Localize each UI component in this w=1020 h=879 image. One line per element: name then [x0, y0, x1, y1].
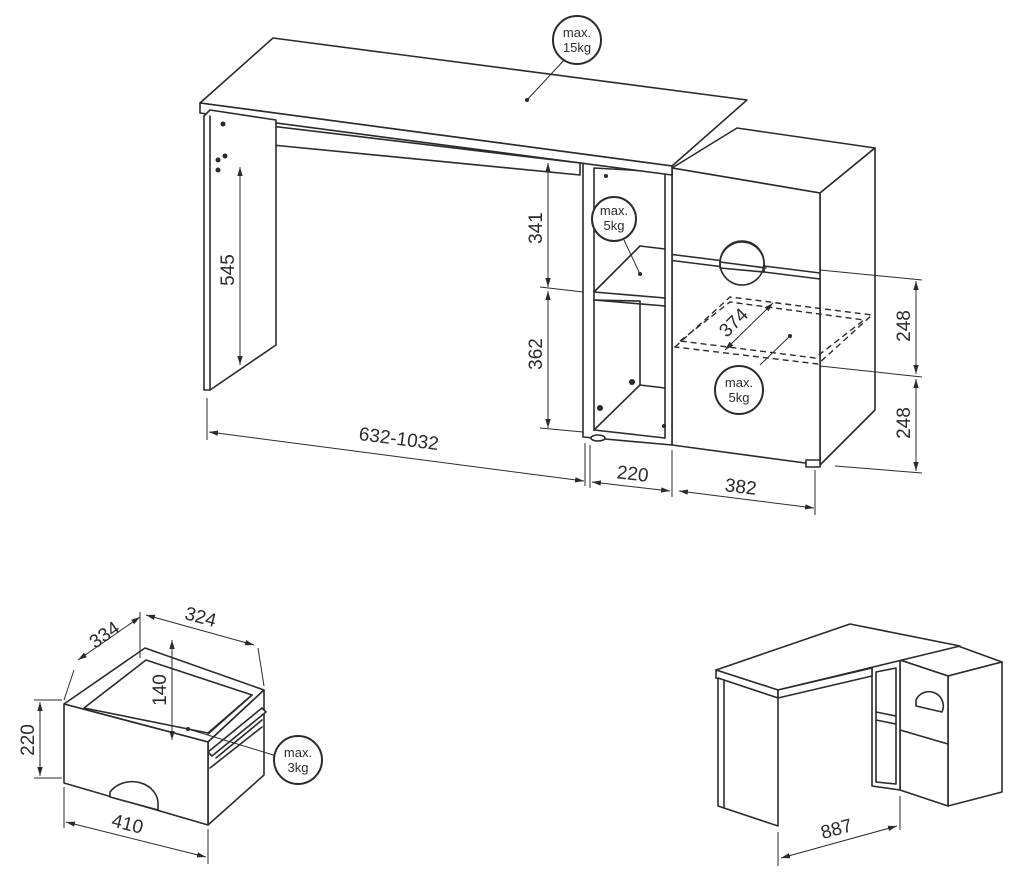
main-desk-view: 545 341 362 248 248 632-1032 — [199, 15, 923, 515]
corner-config-view: 887 — [715, 623, 1003, 866]
cabinet-body — [667, 127, 876, 468]
dim-leg-height-label: 545 — [218, 254, 239, 286]
dim-drawer-width-label: 324 — [182, 603, 218, 632]
desk-top — [199, 37, 748, 176]
dim-cabinet-width-label: 382 — [724, 475, 758, 500]
badge-drawer-area-load: max. 5kg — [714, 365, 764, 415]
dim-cabinet-heights: 248 248 — [819, 269, 923, 474]
dim-upper-shelf-label: 341 — [526, 212, 547, 244]
badge-shelf-load: max. 5kg — [591, 196, 642, 276]
dim-width-range-label: 632-1032 — [358, 424, 440, 455]
badge-shelf-load-line2: 5kg — [604, 218, 625, 233]
dim-lower-shelf-label: 362 — [526, 338, 547, 370]
drawer-pullout-outline — [673, 296, 874, 366]
badge-drawer-area-load-line1: max. — [725, 375, 753, 390]
drawer-detail-view: 334 324 140 220 410 max. 3kg — [18, 603, 323, 864]
badge-top-load: max. 15kg — [526, 15, 602, 101]
badge-top-load-line1: max. — [563, 25, 591, 40]
dim-cabinet-upper-label: 248 — [894, 310, 915, 342]
badge-drawer-load-line2: 3kg — [288, 760, 309, 775]
badge-shelf-load-line1: max. — [600, 203, 628, 218]
dim-cabinet-lower-label: 248 — [894, 407, 915, 439]
dim-shelf-heights: 341 362 — [526, 163, 584, 433]
dim-shelf-width-label: 220 — [616, 462, 650, 486]
dim-drawer-inner-height-label: 140 — [150, 674, 171, 706]
badge-drawer-load: max. 3kg — [273, 735, 323, 785]
cabinet-handle — [719, 240, 767, 286]
dim-width-range: 632-1032 — [206, 398, 586, 486]
dim-drawer-front-height-label: 220 — [18, 724, 39, 756]
badge-drawer-load-line1: max. — [284, 745, 312, 760]
dim-drawer-depth-label: 334 — [86, 618, 124, 654]
badge-top-load-line2: 15kg — [563, 40, 591, 55]
dim-leg-height: 545 — [218, 167, 243, 365]
badge-drawer-area-load-line2: 5kg — [729, 390, 750, 405]
dim-bottom-widths: 220 382 — [589, 445, 816, 515]
